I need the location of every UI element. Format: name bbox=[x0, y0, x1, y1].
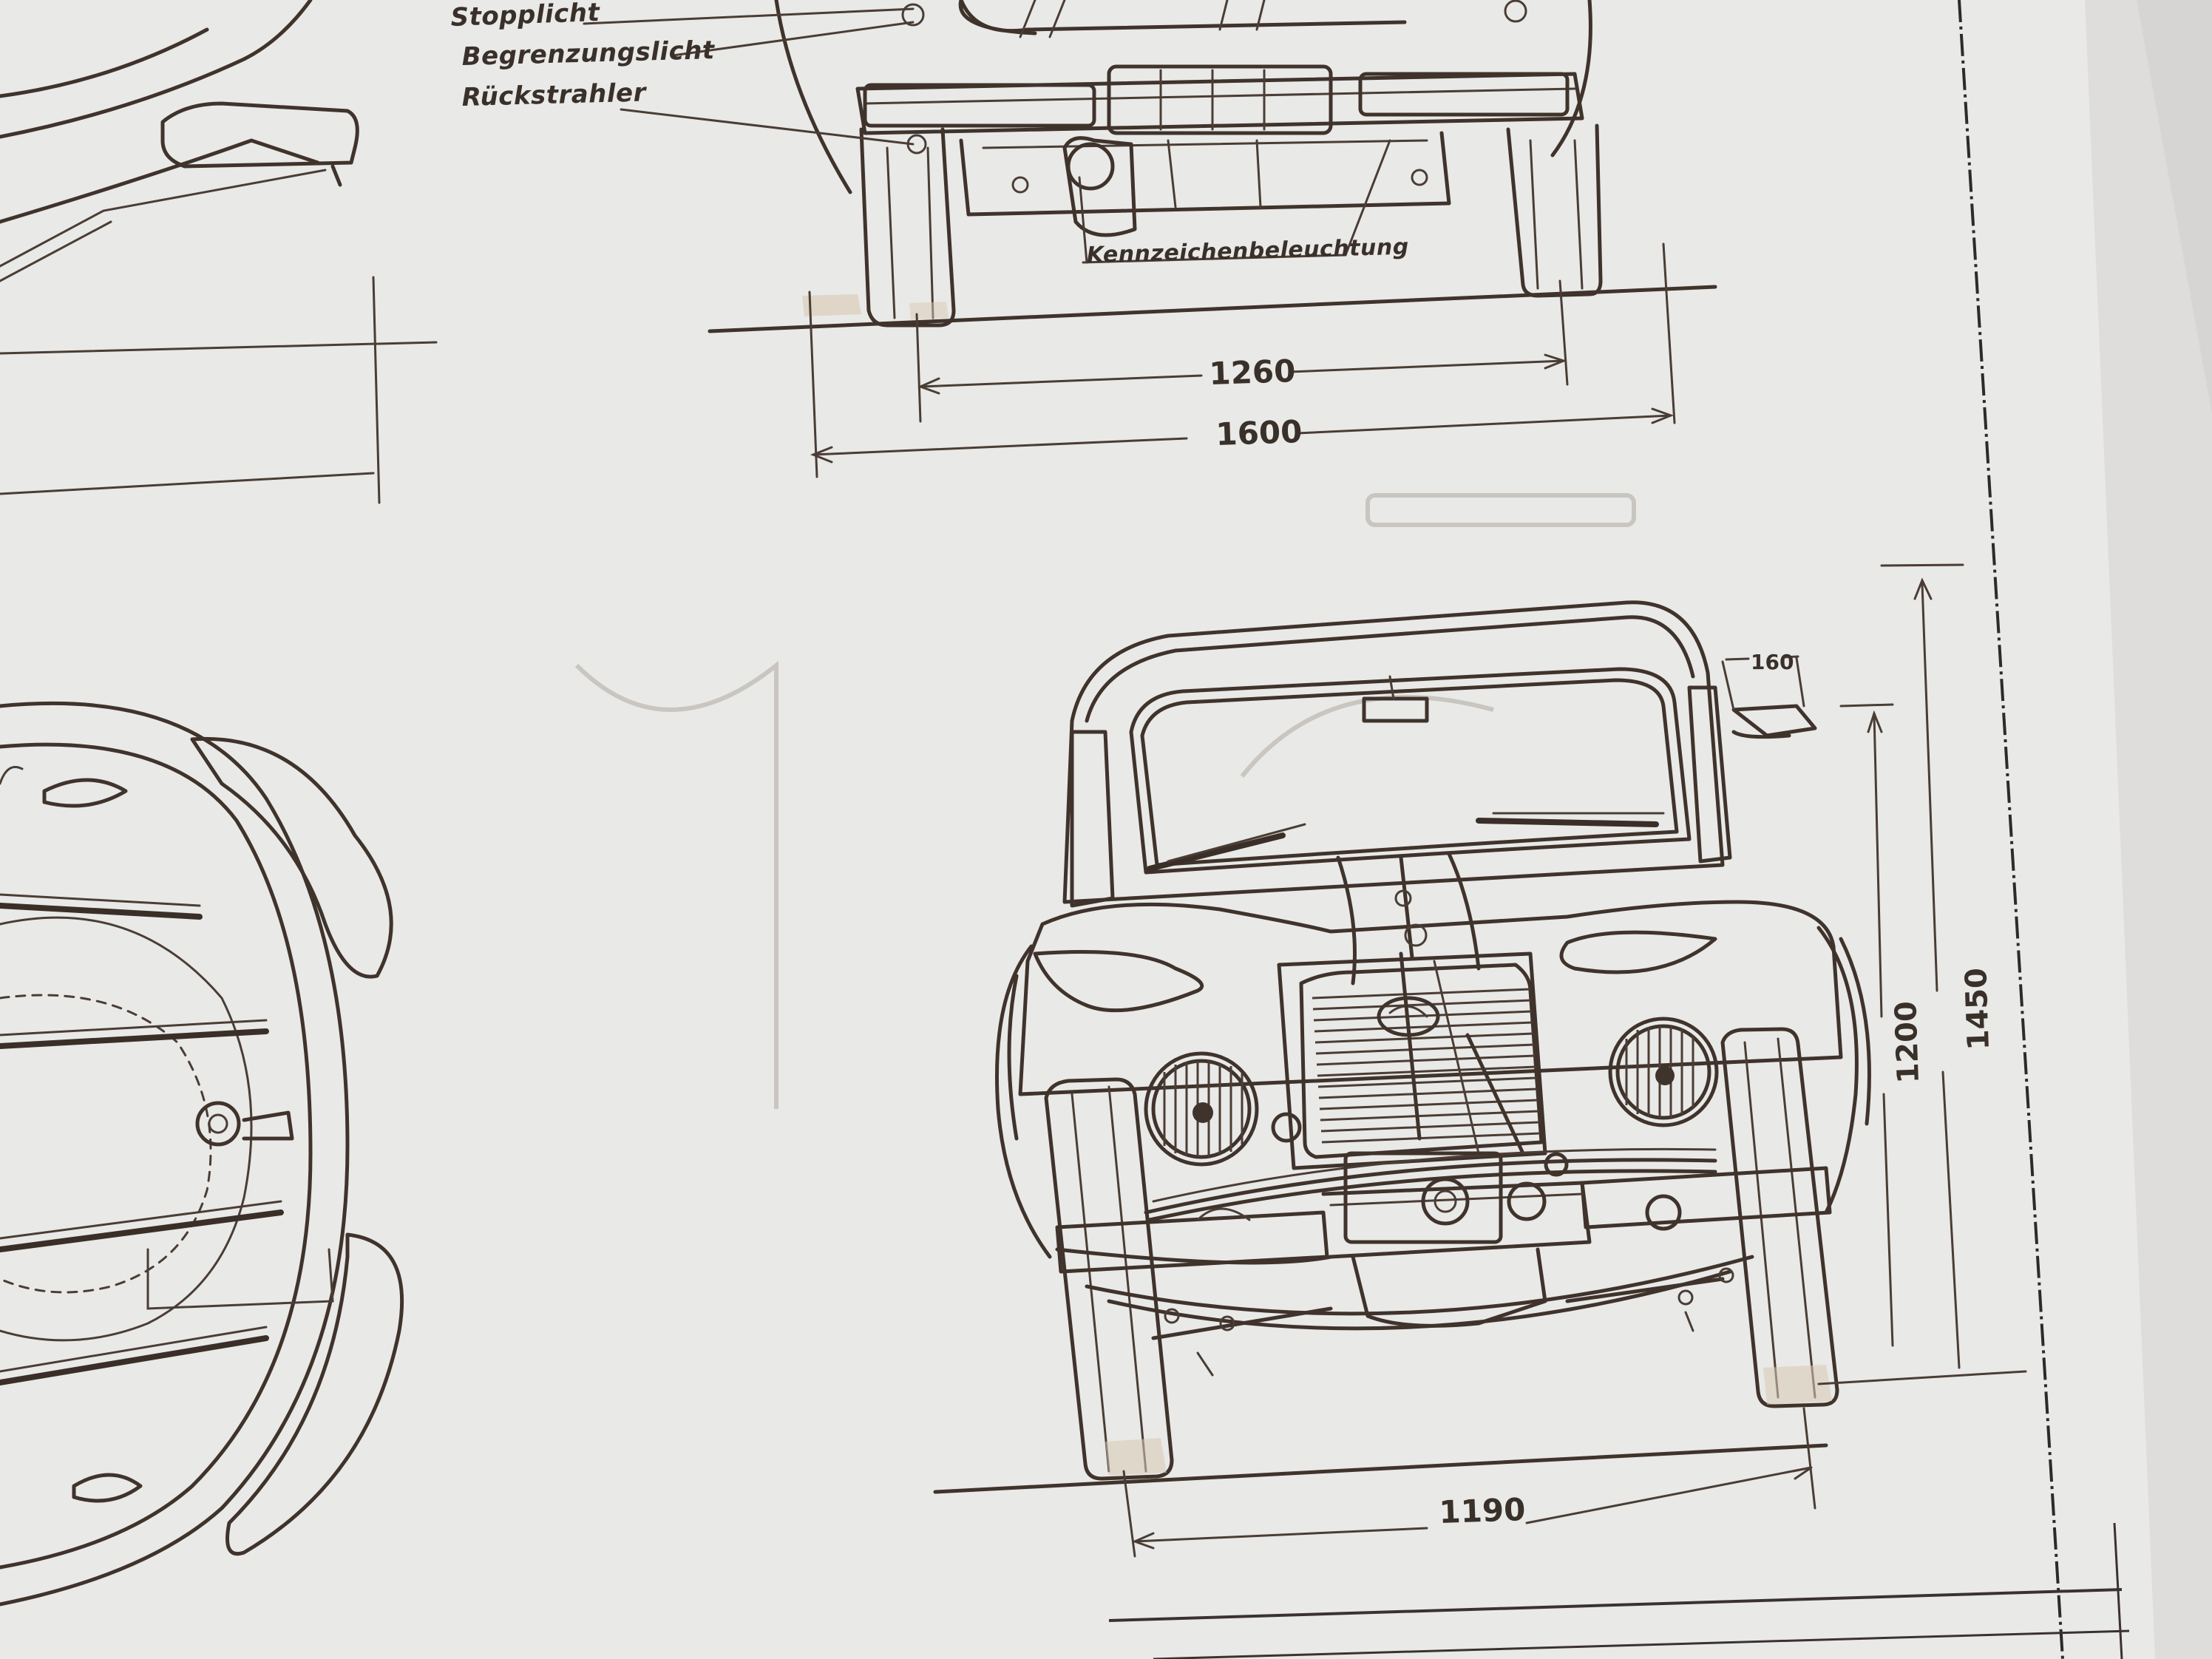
sheet-border-line bbox=[1958, 0, 2064, 1659]
label-position-light: Begrenzungslicht bbox=[461, 35, 716, 72]
paper-sheet bbox=[0, 0, 2155, 1659]
side-view-fragment bbox=[0, 0, 359, 282]
dim-roof-edge-height: 1200 bbox=[1889, 1000, 1926, 1084]
title-block bbox=[1108, 1522, 2130, 1659]
bleed-through-marks bbox=[574, 493, 1636, 1109]
label-stop-light: Stopplicht bbox=[450, 0, 601, 33]
dim-overall-height: 1450 bbox=[1959, 967, 1996, 1051]
dim-front-track: 1190 bbox=[1439, 1491, 1527, 1530]
rear-quarter-drawing bbox=[0, 701, 404, 1607]
rear-dimension-lines bbox=[808, 242, 1676, 478]
dim-mirror-offset: 160 bbox=[1751, 650, 1794, 674]
front-view-drawing bbox=[933, 600, 1871, 1494]
front-dimension-lines bbox=[1122, 563, 2027, 1558]
dim-rear-overall-width: 1600 bbox=[1215, 413, 1303, 452]
dim-rear-track: 1260 bbox=[1209, 353, 1297, 392]
rear-view-leaders bbox=[583, 7, 1391, 264]
side-view-dimension bbox=[0, 276, 438, 504]
grille-bars bbox=[1312, 988, 1541, 1144]
right-headlight-lines bbox=[1625, 1026, 1694, 1118]
label-reflector: Rückstrahler bbox=[461, 78, 648, 112]
